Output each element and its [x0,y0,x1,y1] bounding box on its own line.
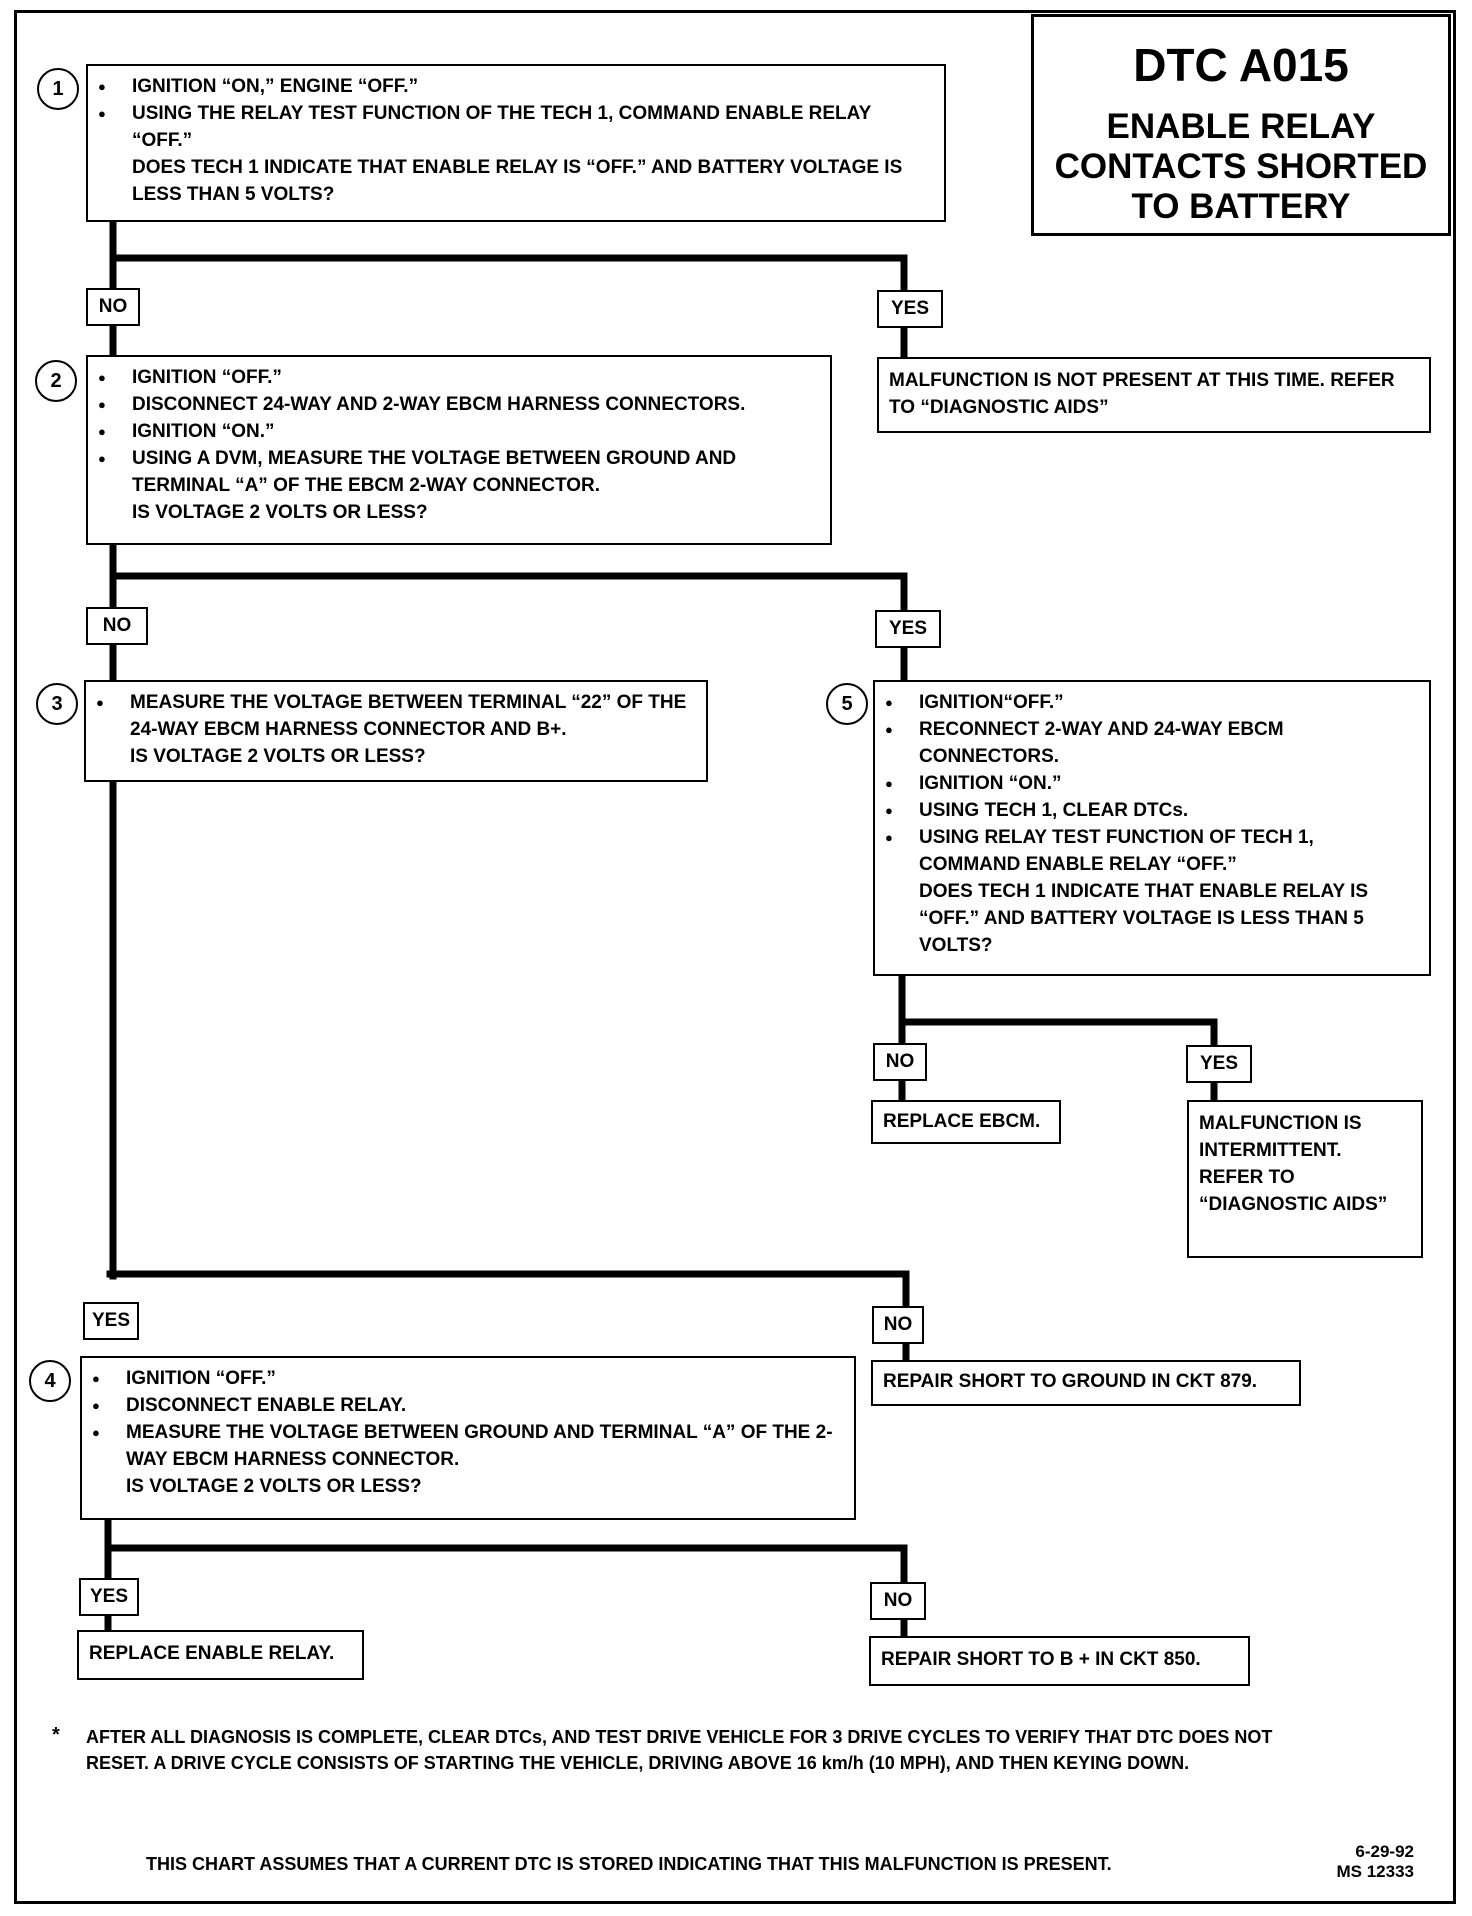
step-2-question: IS VOLTAGE 2 VOLTS OR LESS? [132,502,428,523]
step-1-question: DOES TECH 1 INDICATE THAT ENABLE RELAY I… [132,157,903,205]
chart-subtitle-line-1: ENABLE RELAY [1106,107,1376,146]
step-2-bullet: IGNITION “OFF.” [88,364,820,391]
result-replace-ebcm: REPLACE EBCM. [871,1100,1061,1144]
step-1-bullet: USING THE RELAY TEST FUNCTION OF THE TEC… [88,100,934,154]
no-label: NO [870,1582,926,1620]
step-number-1: 1 [37,68,79,110]
step-1-bullet: IGNITION “ON,” ENGINE “OFF.” [88,73,934,100]
reference-date: 6-29-92 [1355,1842,1414,1861]
result-replace-relay: REPLACE ENABLE RELAY. [77,1630,364,1680]
chart-subtitle-line-3: TO BATTERY [1131,187,1351,226]
yes-label: YES [83,1302,139,1340]
step-5-bullet: RECONNECT 2-WAY AND 24-WAY EBCM CONNECTO… [875,716,1419,770]
yes-label: YES [79,1578,139,1616]
step-number-2: 2 [35,360,77,402]
step-2-bullet: DISCONNECT 24-WAY AND 2-WAY EBCM HARNESS… [88,391,820,418]
step-2-bullet: IGNITION “ON.” [88,418,820,445]
no-label: NO [86,607,148,645]
step-5-question: DOES TECH 1 INDICATE THAT ENABLE RELAY I… [919,881,1369,956]
step-2-box: IGNITION “OFF.” DISCONNECT 24-WAY AND 2-… [86,355,832,545]
step-2-bullet: USING A DVM, MEASURE THE VOLTAGE BETWEEN… [88,445,820,499]
step-4-bullet: DISCONNECT ENABLE RELAY. [82,1392,844,1419]
result-intermittent: MALFUNCTION IS INTERMITTENT. REFER TO “D… [1187,1100,1423,1258]
step-number-4: 4 [29,1360,71,1402]
step-3-box: MEASURE THE VOLTAGE BETWEEN TERMINAL “22… [84,680,708,782]
result-repair-ground: REPAIR SHORT TO GROUND IN CKT 879. [871,1360,1301,1406]
footnote-marker: * [52,1724,60,1746]
yes-label: YES [875,610,941,648]
no-label: NO [873,1043,927,1081]
step-4-bullet: MEASURE THE VOLTAGE BETWEEN GROUND AND T… [82,1419,844,1473]
dtc-code: DTC A015 [1133,39,1349,91]
footnote: * AFTER ALL DIAGNOSIS IS COMPLETE, CLEAR… [52,1724,1312,1776]
step-5-bullet: IGNITION“OFF.” [875,689,1419,716]
chart-title-box: DTC A015 ENABLE RELAY CONTACTS SHORTED T… [1031,14,1451,236]
step-number-3: 3 [36,683,78,725]
step-5-bullet: USING TECH 1, CLEAR DTCs. [875,797,1419,824]
step-3-question: IS VOLTAGE 2 VOLTS OR LESS? [130,746,426,767]
yes-label: YES [1186,1045,1252,1083]
step-5-bullet: IGNITION “ON.” [875,770,1419,797]
step-1-box: IGNITION “ON,” ENGINE “OFF.” USING THE R… [86,64,946,222]
step-number-5: 5 [826,683,868,725]
step-5-bullet: USING RELAY TEST FUNCTION OF TECH 1, COM… [875,824,1419,878]
no-label: NO [86,288,140,326]
result-not-present: MALFUNCTION IS NOT PRESENT AT THIS TIME.… [877,357,1431,433]
no-label: NO [872,1306,924,1344]
document-reference: 6-29-92 MS 12333 [1310,1842,1415,1882]
step-3-bullet: MEASURE THE VOLTAGE BETWEEN TERMINAL “22… [86,689,696,743]
page-border [14,10,1456,1904]
step-4-question: IS VOLTAGE 2 VOLTS OR LESS? [126,1476,422,1497]
footer-assumption: THIS CHART ASSUMES THAT A CURRENT DTC IS… [146,1854,1112,1874]
footnote-text: AFTER ALL DIAGNOSIS IS COMPLETE, CLEAR D… [86,1727,1273,1773]
reference-code: MS 12333 [1336,1862,1415,1881]
yes-label: YES [877,290,943,328]
step-5-box: IGNITION“OFF.” RECONNECT 2-WAY AND 24-WA… [873,680,1431,976]
result-repair-b-plus: REPAIR SHORT TO B + IN CKT 850. [869,1636,1250,1686]
step-4-box: IGNITION “OFF.” DISCONNECT ENABLE RELAY.… [80,1356,856,1520]
chart-subtitle-line-2: CONTACTS SHORTED [1054,147,1428,186]
step-4-bullet: IGNITION “OFF.” [82,1365,844,1392]
